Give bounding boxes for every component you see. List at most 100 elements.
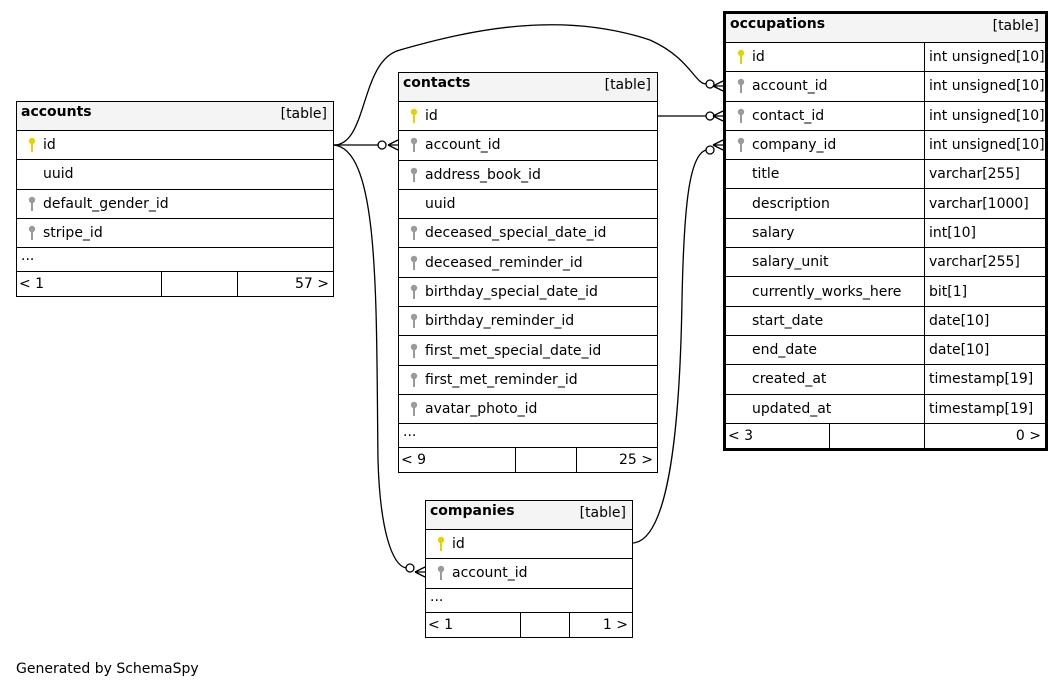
foreign-key-icon	[21, 196, 43, 212]
column-row[interactable]: description varchar[1000]	[726, 189, 1045, 219]
table-name: accounts	[21, 104, 92, 120]
table-header: contacts [table]	[399, 73, 657, 102]
column-row[interactable]: deceased_special_date_id	[399, 219, 657, 249]
footer-spacer	[830, 423, 925, 448]
column-name: birthday_special_date_id	[425, 283, 598, 300]
column-type: varchar[1000]	[924, 189, 1045, 218]
column-type: timestamp[19]	[924, 394, 1045, 423]
column-row[interactable]: id	[399, 102, 657, 132]
column-name: title	[752, 166, 780, 183]
children-count: 0 >	[1015, 427, 1041, 444]
column-name-cell: id	[426, 530, 632, 558]
edge-optional-circle	[705, 111, 715, 121]
foreign-key-icon	[403, 313, 425, 329]
parents-count: < 3	[726, 423, 830, 448]
column-name: first_met_reminder_id	[425, 371, 578, 388]
column-row[interactable]: account_id	[399, 131, 657, 161]
column-row[interactable]: uuid	[399, 190, 657, 220]
column-name: start_date	[752, 312, 824, 329]
column-name-cell: id	[399, 102, 657, 130]
column-row[interactable]: uuid	[17, 160, 333, 190]
column-type: varchar[255]	[924, 160, 1045, 189]
column-row[interactable]: birthday_reminder_id	[399, 307, 657, 337]
column-name-cell: created_at	[726, 365, 924, 393]
column-name-cell: description	[726, 189, 924, 217]
column-row[interactable]: id	[17, 131, 333, 161]
column-name: avatar_photo_id	[425, 401, 538, 418]
column-name: default_gender_id	[43, 195, 169, 212]
foreign-key-icon	[403, 255, 425, 271]
table-footer: < 9 25 >	[399, 448, 657, 473]
column-name-cell: start_date	[726, 307, 924, 335]
edge-crowfoot	[387, 139, 399, 151]
column-name: company_id	[752, 137, 837, 154]
children-count: 25 >	[619, 452, 653, 469]
column-row[interactable]: stripe_id	[17, 219, 333, 249]
column-name-cell: contact_id	[726, 102, 924, 130]
footer-spacer	[516, 448, 577, 473]
column-name-cell: account_id	[399, 131, 657, 159]
column-type: date[10]	[924, 335, 1045, 365]
column-row[interactable]: address_book_id	[399, 161, 657, 190]
column-name: salary_unit	[752, 254, 829, 271]
column-type: int[10]	[924, 218, 1045, 248]
column-type: int unsigned[10]	[924, 130, 1045, 160]
table-footer: < 3 0 >	[726, 423, 1045, 448]
column-name-cell: company_id	[726, 131, 924, 159]
primary-key-icon	[21, 137, 43, 153]
column-name: deceased_reminder_id	[425, 254, 583, 271]
column-row[interactable]: birthday_special_date_id	[399, 278, 657, 308]
column-row[interactable]: default_gender_id	[17, 190, 333, 219]
table-contacts[interactable]: contacts [table] id account_id address_boo…	[398, 72, 658, 474]
table-kind: [table]	[992, 18, 1039, 34]
edge-optional-circle	[377, 140, 387, 150]
column-row[interactable]: company_id int unsigned[10]	[726, 130, 1045, 161]
column-row[interactable]: id	[426, 530, 632, 560]
foreign-key-icon	[730, 78, 752, 94]
column-name-cell: account_id	[726, 72, 924, 100]
column-name: account_id	[425, 137, 501, 154]
foreign-key-icon	[403, 284, 425, 300]
column-name: id	[43, 137, 56, 154]
column-name: description	[752, 195, 830, 212]
column-row[interactable]: first_met_reminder_id	[399, 366, 657, 395]
foreign-key-icon	[403, 225, 425, 241]
column-row[interactable]: first_met_special_date_id	[399, 336, 657, 366]
footer-spacer	[521, 612, 570, 637]
table-name: companies	[430, 503, 515, 519]
column-name: id	[752, 49, 765, 66]
table-name: contacts	[403, 75, 471, 91]
foreign-key-icon	[403, 343, 425, 359]
column-name: id	[425, 108, 438, 125]
column-row[interactable]: deceased_reminder_id	[399, 248, 657, 278]
column-name-cell: uuid	[17, 160, 333, 188]
foreign-key-icon	[403, 401, 425, 417]
column-name-cell: updated_at	[726, 395, 924, 423]
column-row[interactable]: avatar_photo_id	[399, 395, 657, 425]
column-name: created_at	[752, 371, 827, 388]
column-name-cell: deceased_reminder_id	[399, 248, 657, 276]
column-name-cell: address_book_id	[399, 161, 657, 189]
table-kind: [table]	[604, 77, 651, 93]
column-row[interactable]: title varchar[255]	[726, 160, 1045, 190]
column-name: account_id	[752, 78, 828, 95]
children-count: 1 >	[602, 616, 628, 633]
column-row[interactable]: account_id	[426, 559, 632, 589]
column-name-cell: avatar_photo_id	[399, 395, 657, 423]
children-count: 57 >	[295, 276, 329, 293]
generated-by-credit: Generated by SchemaSpy	[16, 661, 199, 677]
